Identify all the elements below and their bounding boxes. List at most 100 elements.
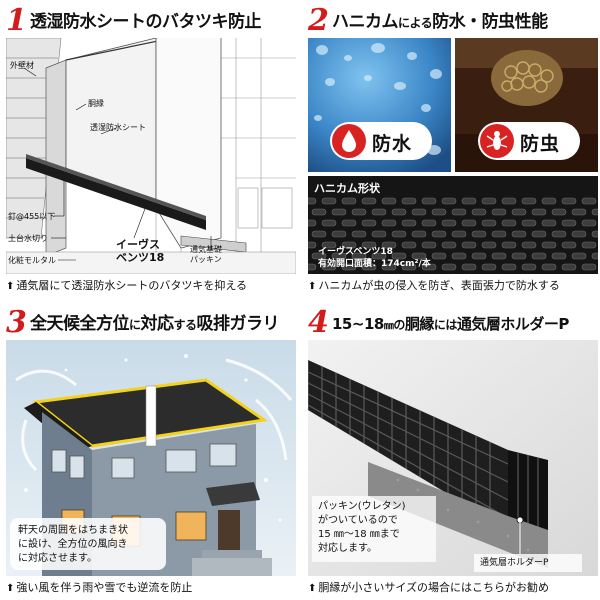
honeycomb-cell bbox=[371, 208, 387, 216]
honeycomb-cell bbox=[531, 252, 547, 260]
honeycomb-cell bbox=[521, 263, 537, 271]
grid-rib bbox=[308, 371, 509, 465]
panel-1-title: 透湿防水シートのバタツキ防止 bbox=[30, 12, 262, 32]
honeycomb-cell bbox=[441, 219, 457, 227]
honeycomb-cell bbox=[411, 208, 427, 216]
honeycomb-cell bbox=[521, 241, 537, 249]
panel-3-heading: 3 全天候全方位に対応する吸排ガラリ bbox=[6, 305, 296, 340]
honeycomb-cell bbox=[511, 252, 527, 260]
honeycomb-cell bbox=[308, 197, 317, 205]
honeycomb-cell bbox=[481, 263, 497, 271]
honeycomb-cell bbox=[331, 208, 347, 216]
label-outer-wall: 外壁材 bbox=[10, 61, 34, 70]
up-arrow-icon: ⬆ bbox=[308, 583, 317, 594]
honeycomb-shape-label: ハニカム形状 bbox=[314, 182, 380, 195]
label-packing-1: 通気基礎 bbox=[190, 245, 222, 254]
honeycomb-cell bbox=[341, 263, 357, 271]
honeycomb-cell bbox=[371, 230, 387, 238]
honeycomb-cell bbox=[441, 197, 457, 205]
honeycomb-cell bbox=[308, 263, 317, 271]
honeycomb-cell bbox=[541, 263, 557, 271]
honeycomb-cell bbox=[531, 208, 547, 216]
honeycomb-cell bbox=[581, 197, 597, 205]
panel-1-caption: ⬆通気層にて透湿防水シートのバタツキを抑える bbox=[6, 278, 296, 295]
label-furring: 胴縁 bbox=[88, 99, 104, 108]
waterproof-badge: 防水 bbox=[330, 122, 432, 160]
insect-proof-label: 防虫 bbox=[520, 133, 561, 155]
honeycomb-cell bbox=[331, 230, 347, 238]
panel-2-title: ハニカムによる防水・防虫性能 bbox=[332, 12, 548, 32]
honeycomb-cell bbox=[401, 241, 417, 249]
house-illustration: 軒天の周囲をはちまき状 に設け、全方位の風向き に対応させます。 bbox=[6, 340, 296, 576]
house-in-storm-drawing bbox=[6, 340, 296, 576]
honeycomb-cell bbox=[391, 208, 407, 216]
honeycomb-cell bbox=[481, 219, 497, 227]
label-product-name-2: ベンツ18 bbox=[116, 251, 165, 264]
note-line-2: がついているので bbox=[318, 515, 398, 526]
panel-4-caption: ⬆胴縁が小さいサイズの場合にはこちらがお勧め bbox=[308, 580, 598, 597]
panel-2-caption: ⬆ハニカムが虫の侵入を防ぎ、表面張力で防水する bbox=[308, 278, 598, 295]
honeycomb-cell bbox=[351, 252, 367, 260]
panel-2-number: 2 bbox=[308, 3, 329, 38]
honeycomb-cell bbox=[401, 197, 417, 205]
honeycomb-cell bbox=[571, 230, 587, 238]
label-packing-2: パッキン bbox=[190, 255, 222, 264]
panel-all-weather-louver: 3 全天候全方位に対応する吸排ガラリ bbox=[6, 305, 296, 598]
panel-sheet-flutter-prevention: 1 透湿防水シートのバタツキ防止 bbox=[6, 4, 296, 296]
honeycomb-cell bbox=[551, 252, 567, 260]
honeycomb-cell bbox=[381, 263, 397, 271]
honeycomb-cell bbox=[321, 219, 337, 227]
honeycomb-cell bbox=[591, 252, 598, 260]
honeycomb-cell bbox=[431, 252, 447, 260]
up-arrow-icon: ⬆ bbox=[6, 583, 15, 594]
honeycomb-cell bbox=[461, 241, 477, 249]
honeycomb-cell bbox=[491, 252, 507, 260]
honeycomb-cell bbox=[411, 230, 427, 238]
honeycomb-cell bbox=[431, 230, 447, 238]
panel-2-heading: 2 ハニカムによる防水・防虫性能 bbox=[308, 3, 598, 38]
panel-4-heading: 4 15~18㎜の胴縁には通気層ホルダーP bbox=[308, 306, 598, 340]
grid-rib bbox=[308, 382, 509, 483]
honeycomb-cell bbox=[321, 197, 337, 205]
note-line-1: パッキン(ウレタン) bbox=[318, 501, 406, 512]
honeycomb-cell bbox=[461, 219, 477, 227]
panel-3-number: 3 bbox=[6, 305, 27, 340]
honeycomb-cell bbox=[451, 208, 467, 216]
honeycomb-cell bbox=[321, 263, 337, 271]
label-product-name-1: イーヴス bbox=[116, 238, 160, 251]
honeycomb-cell bbox=[381, 241, 397, 249]
note-line-3: 15 ㎜～18 ㎜まで bbox=[318, 529, 400, 540]
panel-4-title: 15~18㎜の胴縁には通気層ホルダーP bbox=[332, 315, 569, 333]
panel-vent-holder: 4 15~18㎜の胴縁には通気層ホルダーP bbox=[308, 306, 598, 598]
honeycomb-cell bbox=[501, 263, 517, 271]
panel-honeycomb-protection: 2 ハニカムによる防水・防虫性能 bbox=[308, 3, 598, 296]
bubble-line-1: 軒天の周囲をはちまき状 bbox=[18, 525, 128, 536]
honeycomb-cell bbox=[341, 197, 357, 205]
honeycomb-cell bbox=[441, 263, 457, 271]
honeycomb-cell bbox=[571, 208, 587, 216]
honeycomb-cell bbox=[581, 241, 597, 249]
insect-proof-badge: 防虫 bbox=[478, 122, 580, 160]
honeycomb-cell bbox=[511, 208, 527, 216]
honeycomb-cell bbox=[308, 219, 317, 227]
honeycomb-cell bbox=[341, 241, 357, 249]
protection-photos: 防水 防虫 ハニカム形状 イーヴスベンツ18 有効開口面積：174cm²/本 bbox=[308, 38, 598, 274]
honeycomb-cell bbox=[551, 208, 567, 216]
label-membrane: 透湿防水シート bbox=[90, 123, 146, 132]
up-arrow-icon: ⬆ bbox=[6, 281, 15, 292]
honeycomb-cell bbox=[371, 252, 387, 260]
vent-holder-product-photo bbox=[308, 340, 598, 576]
honeycomb-cell bbox=[311, 230, 327, 238]
honeycomb-cell bbox=[411, 252, 427, 260]
honeycomb-cell bbox=[361, 241, 377, 249]
bubble-line-3: に対応させます。 bbox=[18, 553, 97, 564]
honeycomb-cell bbox=[591, 208, 598, 216]
bubble-line-2: に設け、全方位の風向き bbox=[18, 539, 128, 550]
honeycomb-cell bbox=[501, 219, 517, 227]
honeycomb-cell bbox=[531, 230, 547, 238]
waterproof-label: 防水 bbox=[372, 133, 413, 155]
honeycomb-cell bbox=[541, 219, 557, 227]
insect-icon bbox=[480, 124, 514, 158]
grid-rib bbox=[308, 393, 509, 501]
honeycomb-cell bbox=[431, 208, 447, 216]
